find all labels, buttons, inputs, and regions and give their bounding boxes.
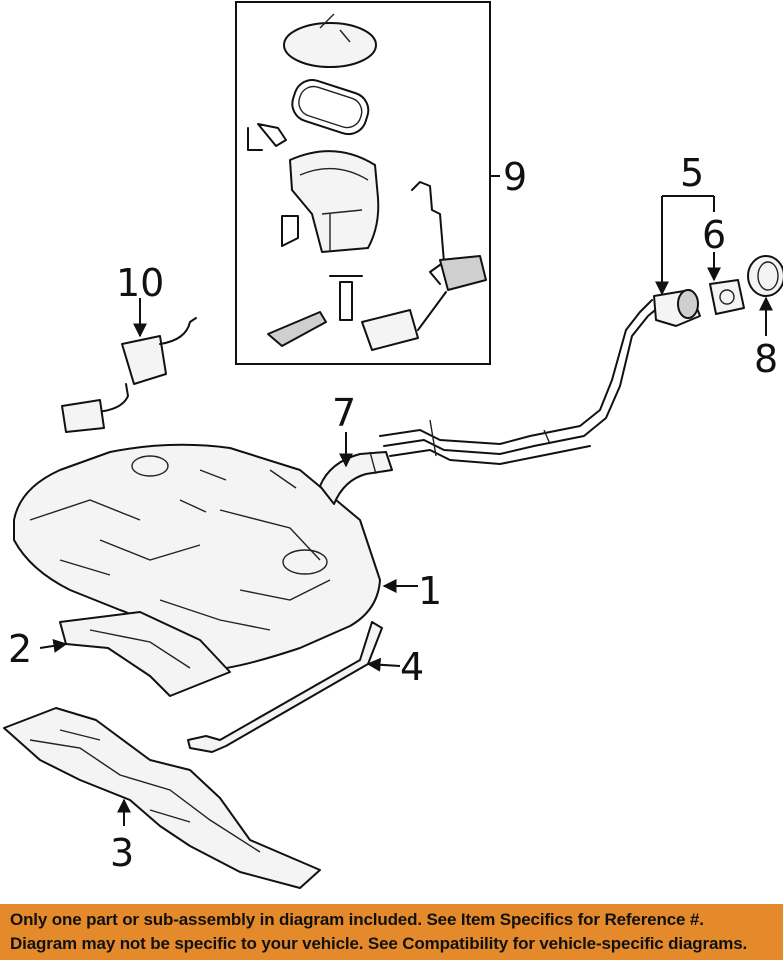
heat-shield-part bbox=[59, 611, 231, 697]
disclaimer-line-2: Diagram may not be specific to your vehi… bbox=[10, 934, 748, 953]
disclaimer-banner: Only one part or sub-assembly in diagram… bbox=[0, 904, 783, 960]
callout-8: 8 bbox=[754, 337, 778, 381]
fuel-sender-part bbox=[61, 317, 197, 433]
filler-pipe-part bbox=[379, 289, 701, 465]
hose-part bbox=[319, 451, 393, 505]
disclaimer-line-1: Only one part or sub-assembly in diagram… bbox=[10, 910, 704, 929]
callout-9: 9 bbox=[503, 155, 527, 199]
tank-strap-part bbox=[187, 621, 383, 753]
callout-10: 10 bbox=[116, 261, 164, 305]
underbody-shield-part bbox=[3, 707, 321, 889]
fuel-tank-part bbox=[13, 443, 381, 671]
gasket-part bbox=[709, 279, 745, 315]
fuel-pump-inset bbox=[235, 1, 491, 365]
callout-3: 3 bbox=[110, 831, 134, 875]
callout-6: 6 bbox=[702, 213, 726, 257]
callout-1: 1 bbox=[418, 569, 442, 613]
callout-2: 2 bbox=[8, 627, 32, 671]
callout-4: 4 bbox=[400, 645, 424, 689]
callout-7: 7 bbox=[332, 391, 356, 435]
callout-5: 5 bbox=[680, 151, 704, 195]
fuel-cap-part bbox=[747, 255, 783, 297]
parts-diagram: 9 10 1 2 3 4 bbox=[3, 1, 783, 889]
